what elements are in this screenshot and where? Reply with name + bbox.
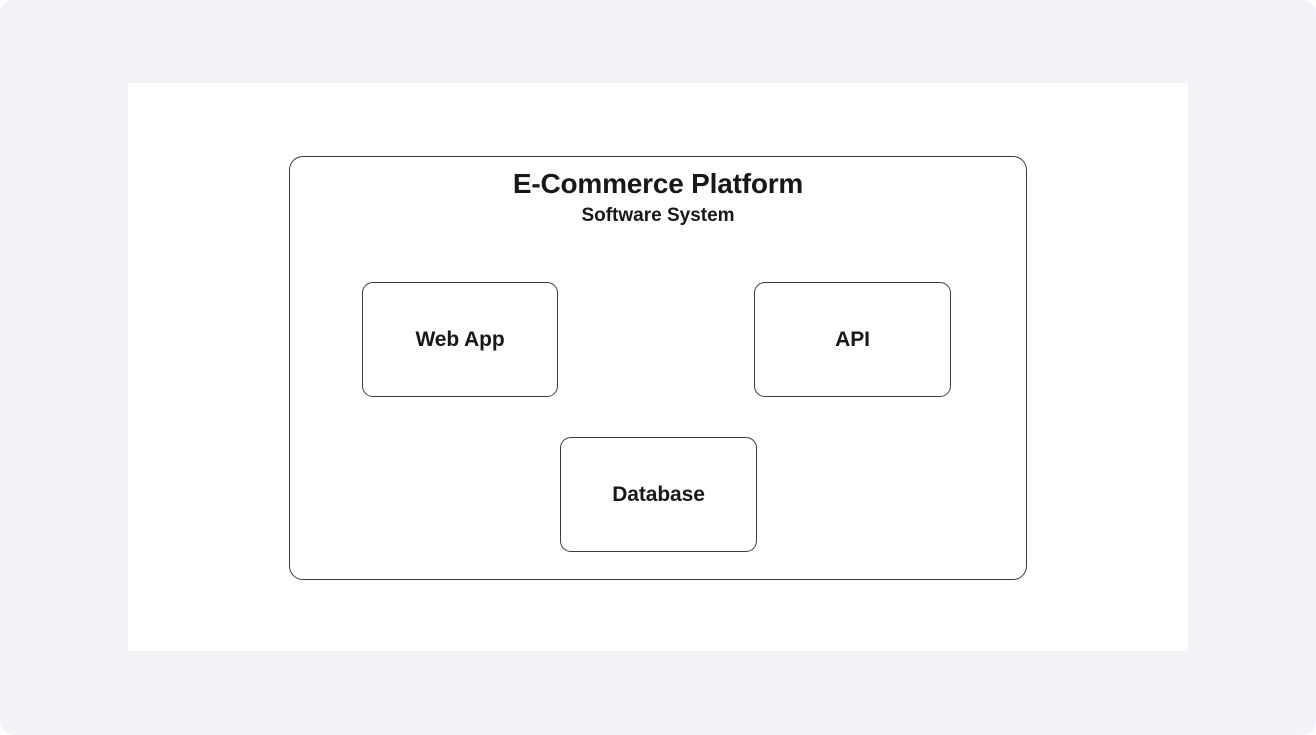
container-box-web-app[interactable]: Web App — [362, 282, 558, 397]
container-label-database: Database — [612, 482, 705, 506]
container-box-api[interactable]: API — [754, 282, 951, 397]
system-subtitle: Software System — [581, 205, 735, 227]
system-boundary-e-commerce-platform[interactable]: E-Commerce Platform Software System Web … — [289, 156, 1027, 580]
system-header: E-Commerce Platform Software System — [290, 157, 1026, 228]
system-title: E-Commerce Platform — [512, 168, 804, 199]
container-box-database[interactable]: Database — [560, 437, 757, 552]
container-label-web-app: Web App — [415, 327, 505, 351]
diagram-canvas: E-Commerce Platform Software System Web … — [128, 83, 1188, 651]
container-label-api: API — [835, 327, 870, 351]
